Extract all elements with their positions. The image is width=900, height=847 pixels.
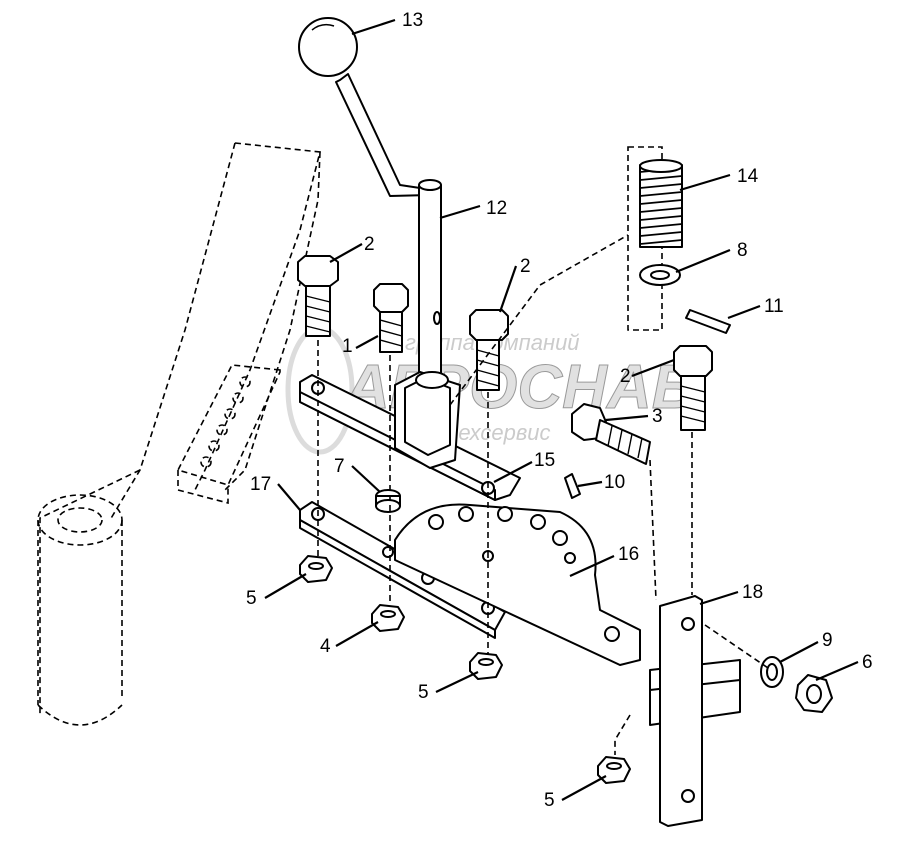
vertical-rod xyxy=(649,595,741,827)
callout-5-middle: 5 xyxy=(418,682,429,703)
assembly-axes xyxy=(317,234,769,755)
roll-pin xyxy=(564,473,581,499)
bolt-short xyxy=(373,283,409,353)
washer xyxy=(639,264,681,286)
callout-11: 11 xyxy=(764,296,784,317)
lock-washer xyxy=(760,656,784,688)
callout-3: 3 xyxy=(652,406,663,427)
callout-12: 12 xyxy=(486,198,507,219)
callout-10: 10 xyxy=(604,472,625,493)
callout-6: 6 xyxy=(862,652,873,673)
callout-15: 15 xyxy=(534,450,555,471)
nut-4 xyxy=(371,604,405,632)
sleeve xyxy=(375,489,401,513)
selector-plate xyxy=(394,503,641,666)
bolt-horizontal xyxy=(571,403,651,465)
callout-18: 18 xyxy=(742,582,763,603)
callout-13: 13 xyxy=(402,10,423,31)
bracket-plate xyxy=(299,371,521,501)
nut-5b xyxy=(469,652,503,680)
callout-2-middle: 2 xyxy=(520,256,531,277)
bolt-left xyxy=(297,255,339,337)
nut-5c xyxy=(597,756,631,784)
pin xyxy=(685,309,731,334)
watermark-line3: техсервис xyxy=(440,420,551,445)
frame-outline xyxy=(37,142,322,726)
spring xyxy=(639,159,683,248)
callout-7: 7 xyxy=(334,456,345,477)
callout-labels: 13 12 14 8 11 2 2 2 1 3 15 7 10 17 16 18… xyxy=(246,10,873,811)
callout-2-right: 2 xyxy=(620,366,631,387)
shift-lever xyxy=(335,73,442,386)
nut-5a xyxy=(299,555,333,583)
callout-2-left: 2 xyxy=(364,234,375,255)
lever-knob xyxy=(298,17,358,77)
spring-box xyxy=(627,146,663,331)
callout-14: 14 xyxy=(737,166,759,187)
callout-8: 8 xyxy=(737,240,748,261)
leader-lines xyxy=(264,18,859,801)
callout-16: 16 xyxy=(618,544,639,565)
callout-5-bottom: 5 xyxy=(544,790,555,811)
bolt-middle xyxy=(469,309,509,391)
hex-nut xyxy=(795,674,833,713)
callout-1: 1 xyxy=(342,336,353,357)
callout-9: 9 xyxy=(822,630,833,651)
callout-5-left: 5 xyxy=(246,588,257,609)
callout-4: 4 xyxy=(320,636,331,657)
bolt-right xyxy=(673,345,713,431)
callout-17: 17 xyxy=(250,474,271,495)
lower-plate xyxy=(299,501,506,639)
